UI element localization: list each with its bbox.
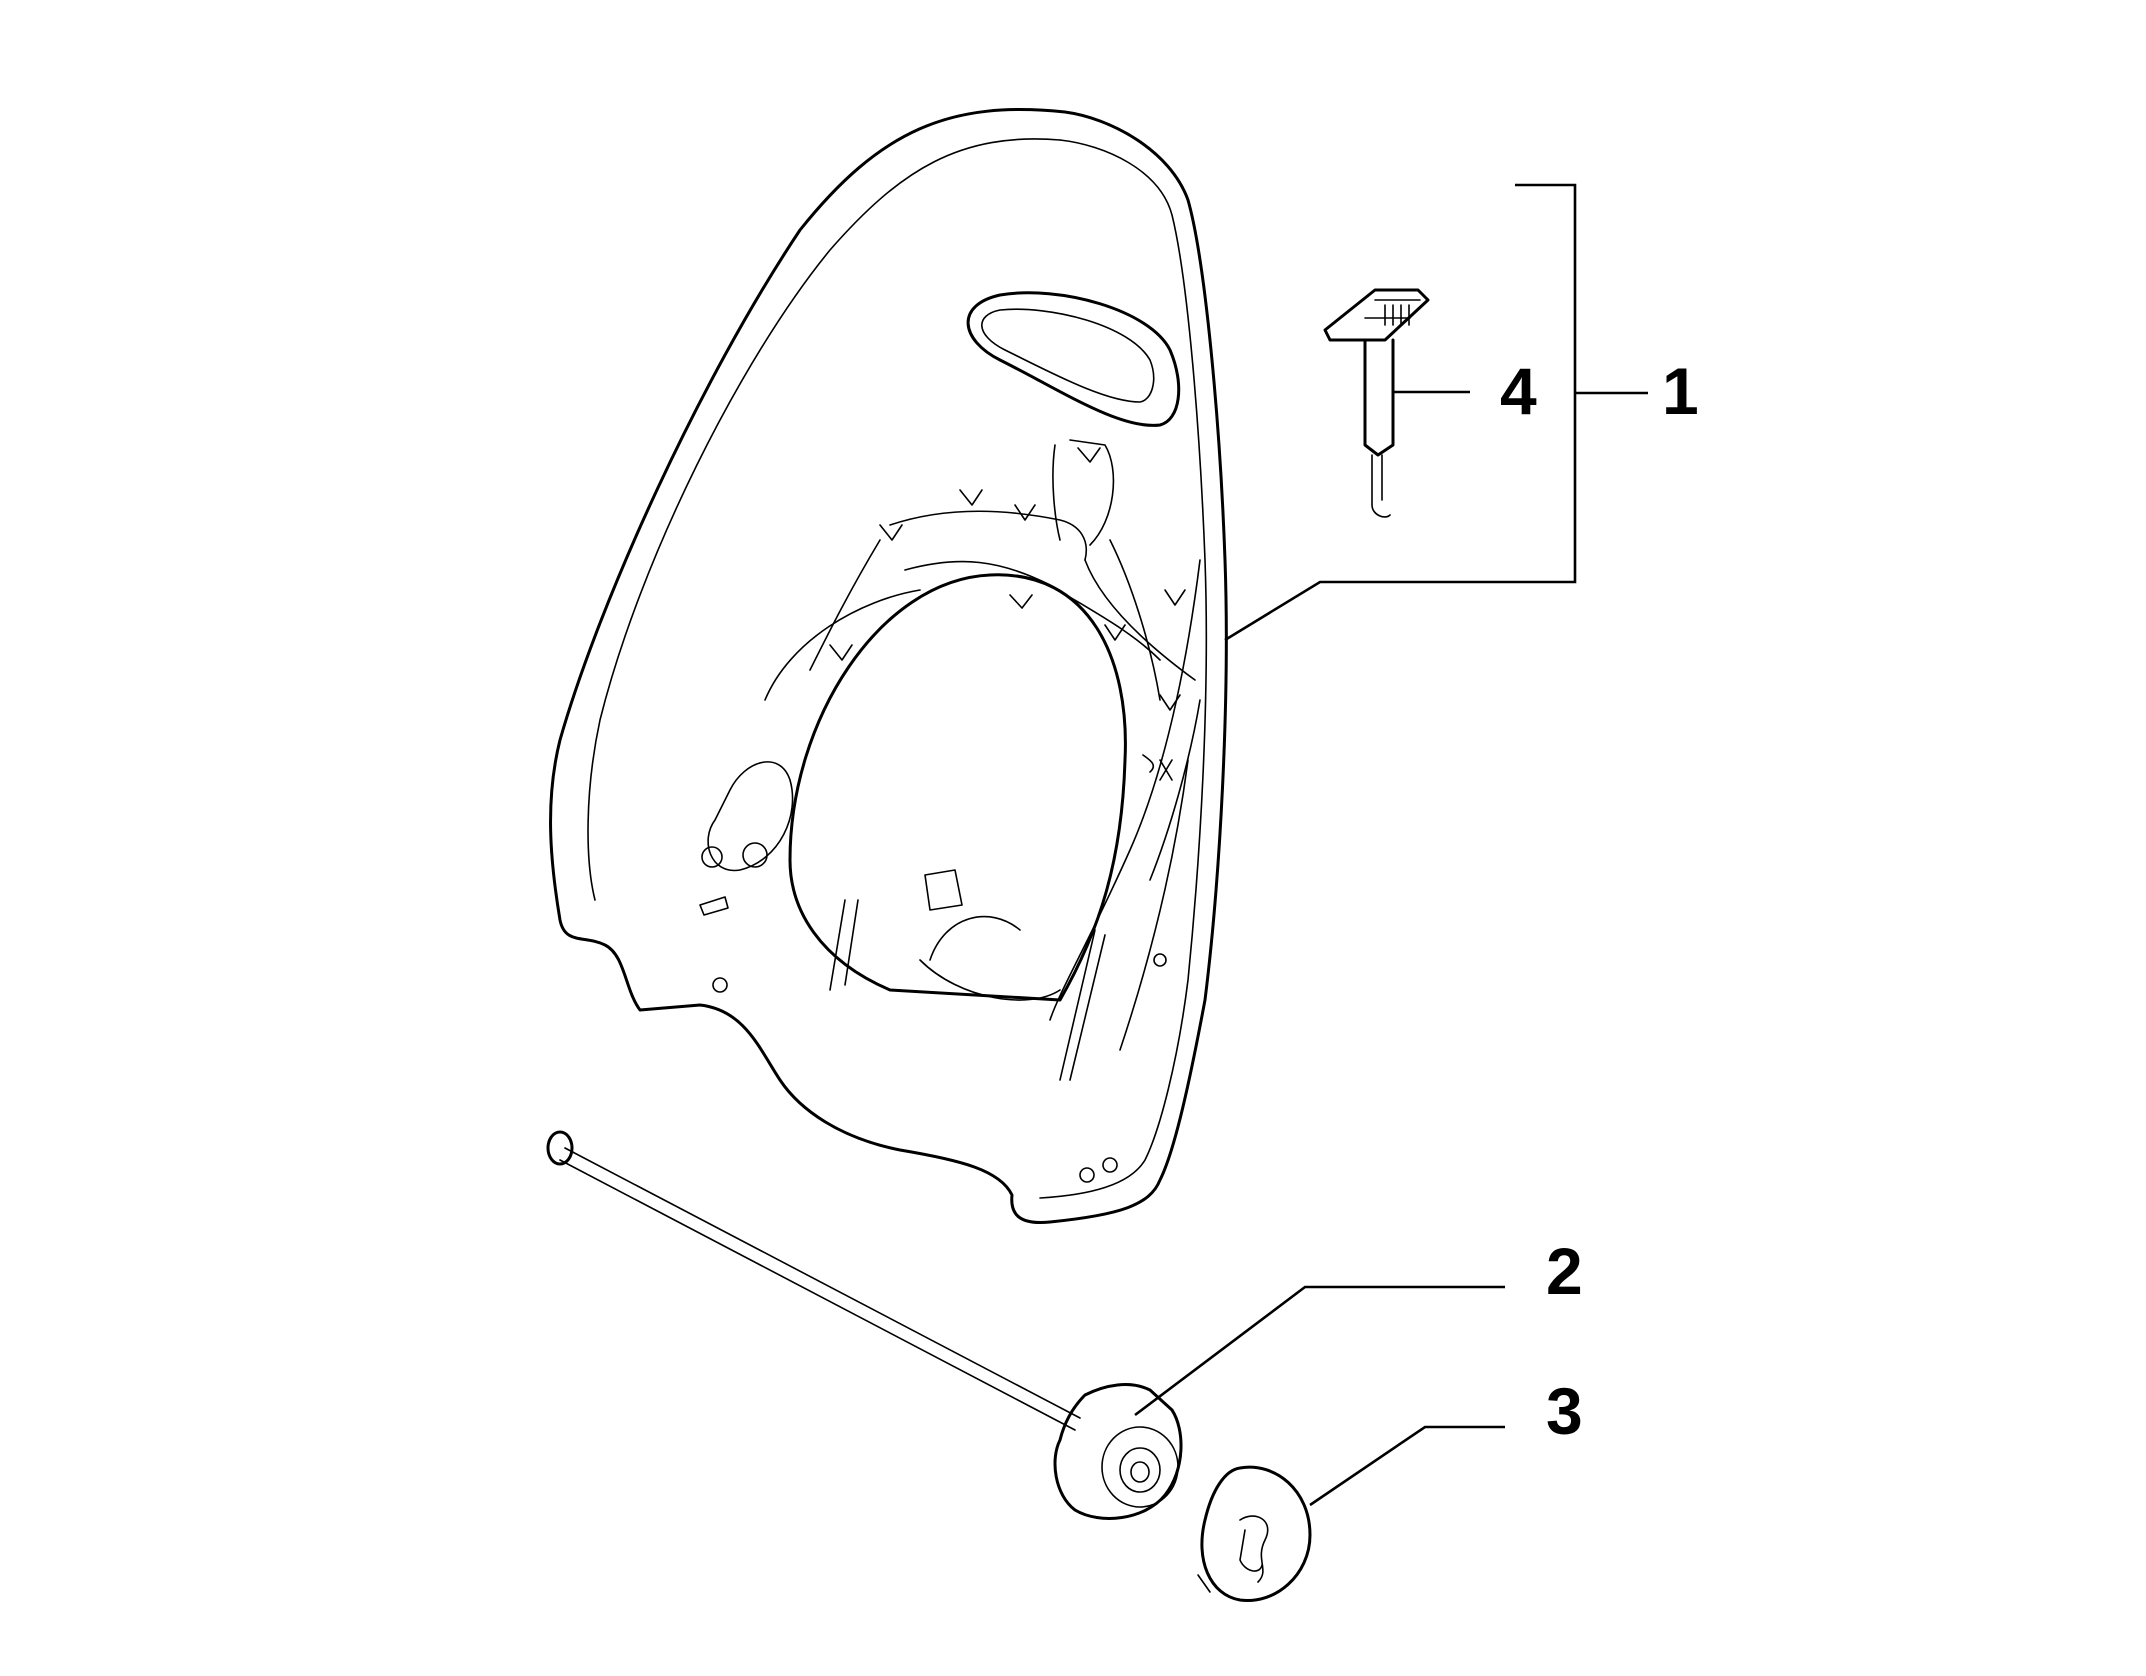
callout-2: 2 bbox=[1546, 1234, 1583, 1308]
release-handle bbox=[1323, 288, 1430, 518]
callout-3: 3 bbox=[1546, 1374, 1583, 1448]
seat-back-frame bbox=[549, 108, 1228, 1225]
badge-cap bbox=[1197, 1465, 1312, 1603]
leader-lines bbox=[1134, 183, 1648, 1507]
callout-4: 4 bbox=[1500, 354, 1537, 428]
callout-1: 1 bbox=[1662, 354, 1699, 428]
recline-knob bbox=[546, 1130, 1183, 1520]
